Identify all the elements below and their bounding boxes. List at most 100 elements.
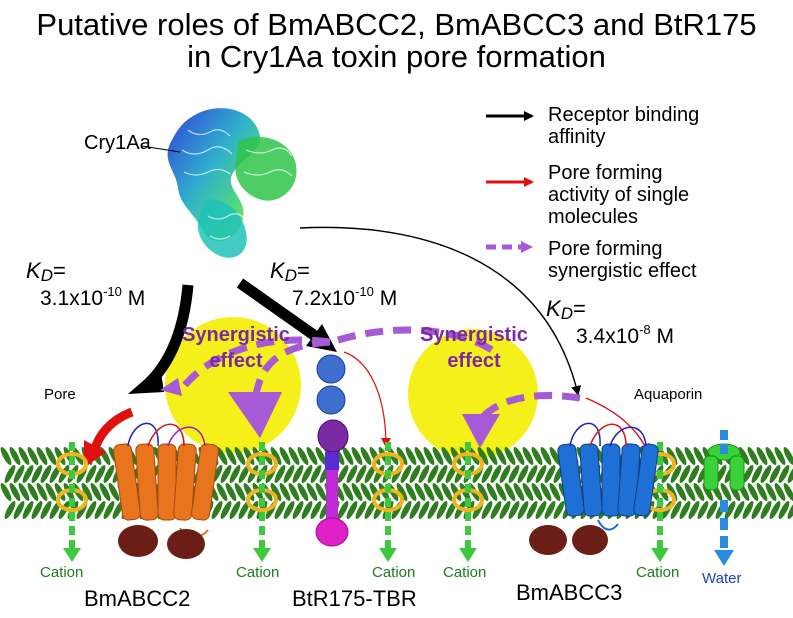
lipid	[270, 447, 282, 465]
lipid	[693, 483, 705, 501]
lipid	[211, 501, 223, 519]
synergy-arrows	[182, 326, 581, 423]
lipid	[13, 501, 25, 519]
lipid	[373, 465, 385, 483]
lipid	[441, 483, 453, 501]
synergy-arrowhead-3	[160, 378, 182, 396]
lipid	[531, 483, 543, 501]
lipid	[522, 483, 534, 501]
lipid	[675, 447, 687, 465]
lipid	[481, 501, 493, 519]
lipid	[18, 447, 30, 465]
lipid	[684, 483, 696, 501]
lipid	[679, 501, 691, 519]
lipid	[432, 447, 444, 465]
lipid	[103, 501, 115, 519]
pore-ring	[644, 442, 676, 562]
lipid	[504, 447, 516, 465]
lipid	[346, 501, 358, 519]
lipid	[733, 501, 745, 519]
lipid	[675, 483, 687, 501]
diagram-title-line1: Putative roles of BmABCC2, BmABCC3 and B…	[36, 7, 757, 42]
legend-pore-text: Pore forming activity of single molecule…	[548, 162, 690, 228]
lipid	[337, 501, 349, 519]
pore-ring	[452, 442, 484, 562]
kd-bmabcc2: KD=	[26, 258, 66, 286]
lipid	[238, 501, 250, 519]
lipid	[310, 465, 322, 483]
lipid	[418, 465, 430, 483]
lipid	[405, 483, 417, 501]
lipid	[45, 447, 57, 465]
lipid	[351, 483, 363, 501]
synergy-circle-right	[408, 329, 538, 459]
lipid	[670, 465, 682, 483]
lipid	[297, 447, 309, 465]
lipid	[760, 501, 772, 519]
lipid	[220, 465, 232, 483]
lipid	[747, 483, 759, 501]
lipid	[301, 501, 313, 519]
lipid	[774, 483, 786, 501]
lipid	[99, 483, 111, 501]
lipid	[688, 501, 700, 519]
cation-label: Cation	[40, 564, 84, 581]
lipid	[283, 501, 295, 519]
synergy-label-left: Synergistic effect	[166, 322, 306, 374]
lipid	[787, 465, 793, 483]
lipid	[742, 465, 754, 483]
lipid	[22, 501, 34, 519]
lipid	[517, 501, 529, 519]
lipid	[778, 465, 790, 483]
lipid	[4, 465, 16, 483]
lipid	[297, 483, 309, 501]
lipid	[315, 447, 327, 465]
pore-arrow-btr175	[343, 351, 391, 448]
lipid	[292, 501, 304, 519]
lipid	[495, 483, 507, 501]
kd-unit: M	[121, 287, 146, 310]
lipid	[549, 447, 561, 465]
lipid	[306, 447, 318, 465]
diagram-title-line2: in Cry1Aa toxin pore formation	[187, 39, 606, 74]
lipid	[234, 447, 246, 465]
lipid	[747, 447, 759, 465]
kd-bmabcc2-value: 3.1x10-10 M	[40, 284, 145, 311]
lipid	[724, 501, 736, 519]
lipid	[409, 501, 421, 519]
lipid	[40, 501, 52, 519]
lipid	[526, 501, 538, 519]
synergy-label-right: Synergistic effect	[404, 322, 544, 374]
bmabcc2-transporter	[113, 422, 219, 559]
lipid	[31, 465, 43, 483]
lipid	[229, 501, 241, 519]
lipid	[369, 447, 381, 465]
lipid	[355, 501, 367, 519]
pore-label: Pore	[44, 386, 76, 403]
lipid	[369, 483, 381, 501]
lipid	[495, 447, 507, 465]
binding-arrow-bmabcc2	[128, 284, 194, 394]
lipid	[414, 447, 426, 465]
receptor-label-bmabcc2: BmABCC2	[84, 586, 191, 611]
lipid	[450, 447, 462, 465]
lipid	[679, 465, 691, 483]
lipid	[396, 483, 408, 501]
synergy-label-line2: effect	[447, 350, 501, 372]
kd-subscript: D	[560, 304, 573, 323]
lipid	[283, 465, 295, 483]
lipid	[364, 465, 376, 483]
lipid	[108, 483, 120, 501]
lipid	[247, 501, 259, 519]
lipid	[216, 447, 228, 465]
binding-arrow-bmabcc3	[299, 226, 581, 396]
legend-binding-text: Receptor binding affinity	[548, 104, 700, 148]
lipid	[216, 483, 228, 501]
lipid	[765, 483, 777, 501]
lipid	[49, 465, 61, 483]
lipid	[693, 447, 705, 465]
lipid	[49, 501, 61, 519]
aquaporin-label: Aquaporin	[634, 386, 703, 403]
lipid	[396, 447, 408, 465]
